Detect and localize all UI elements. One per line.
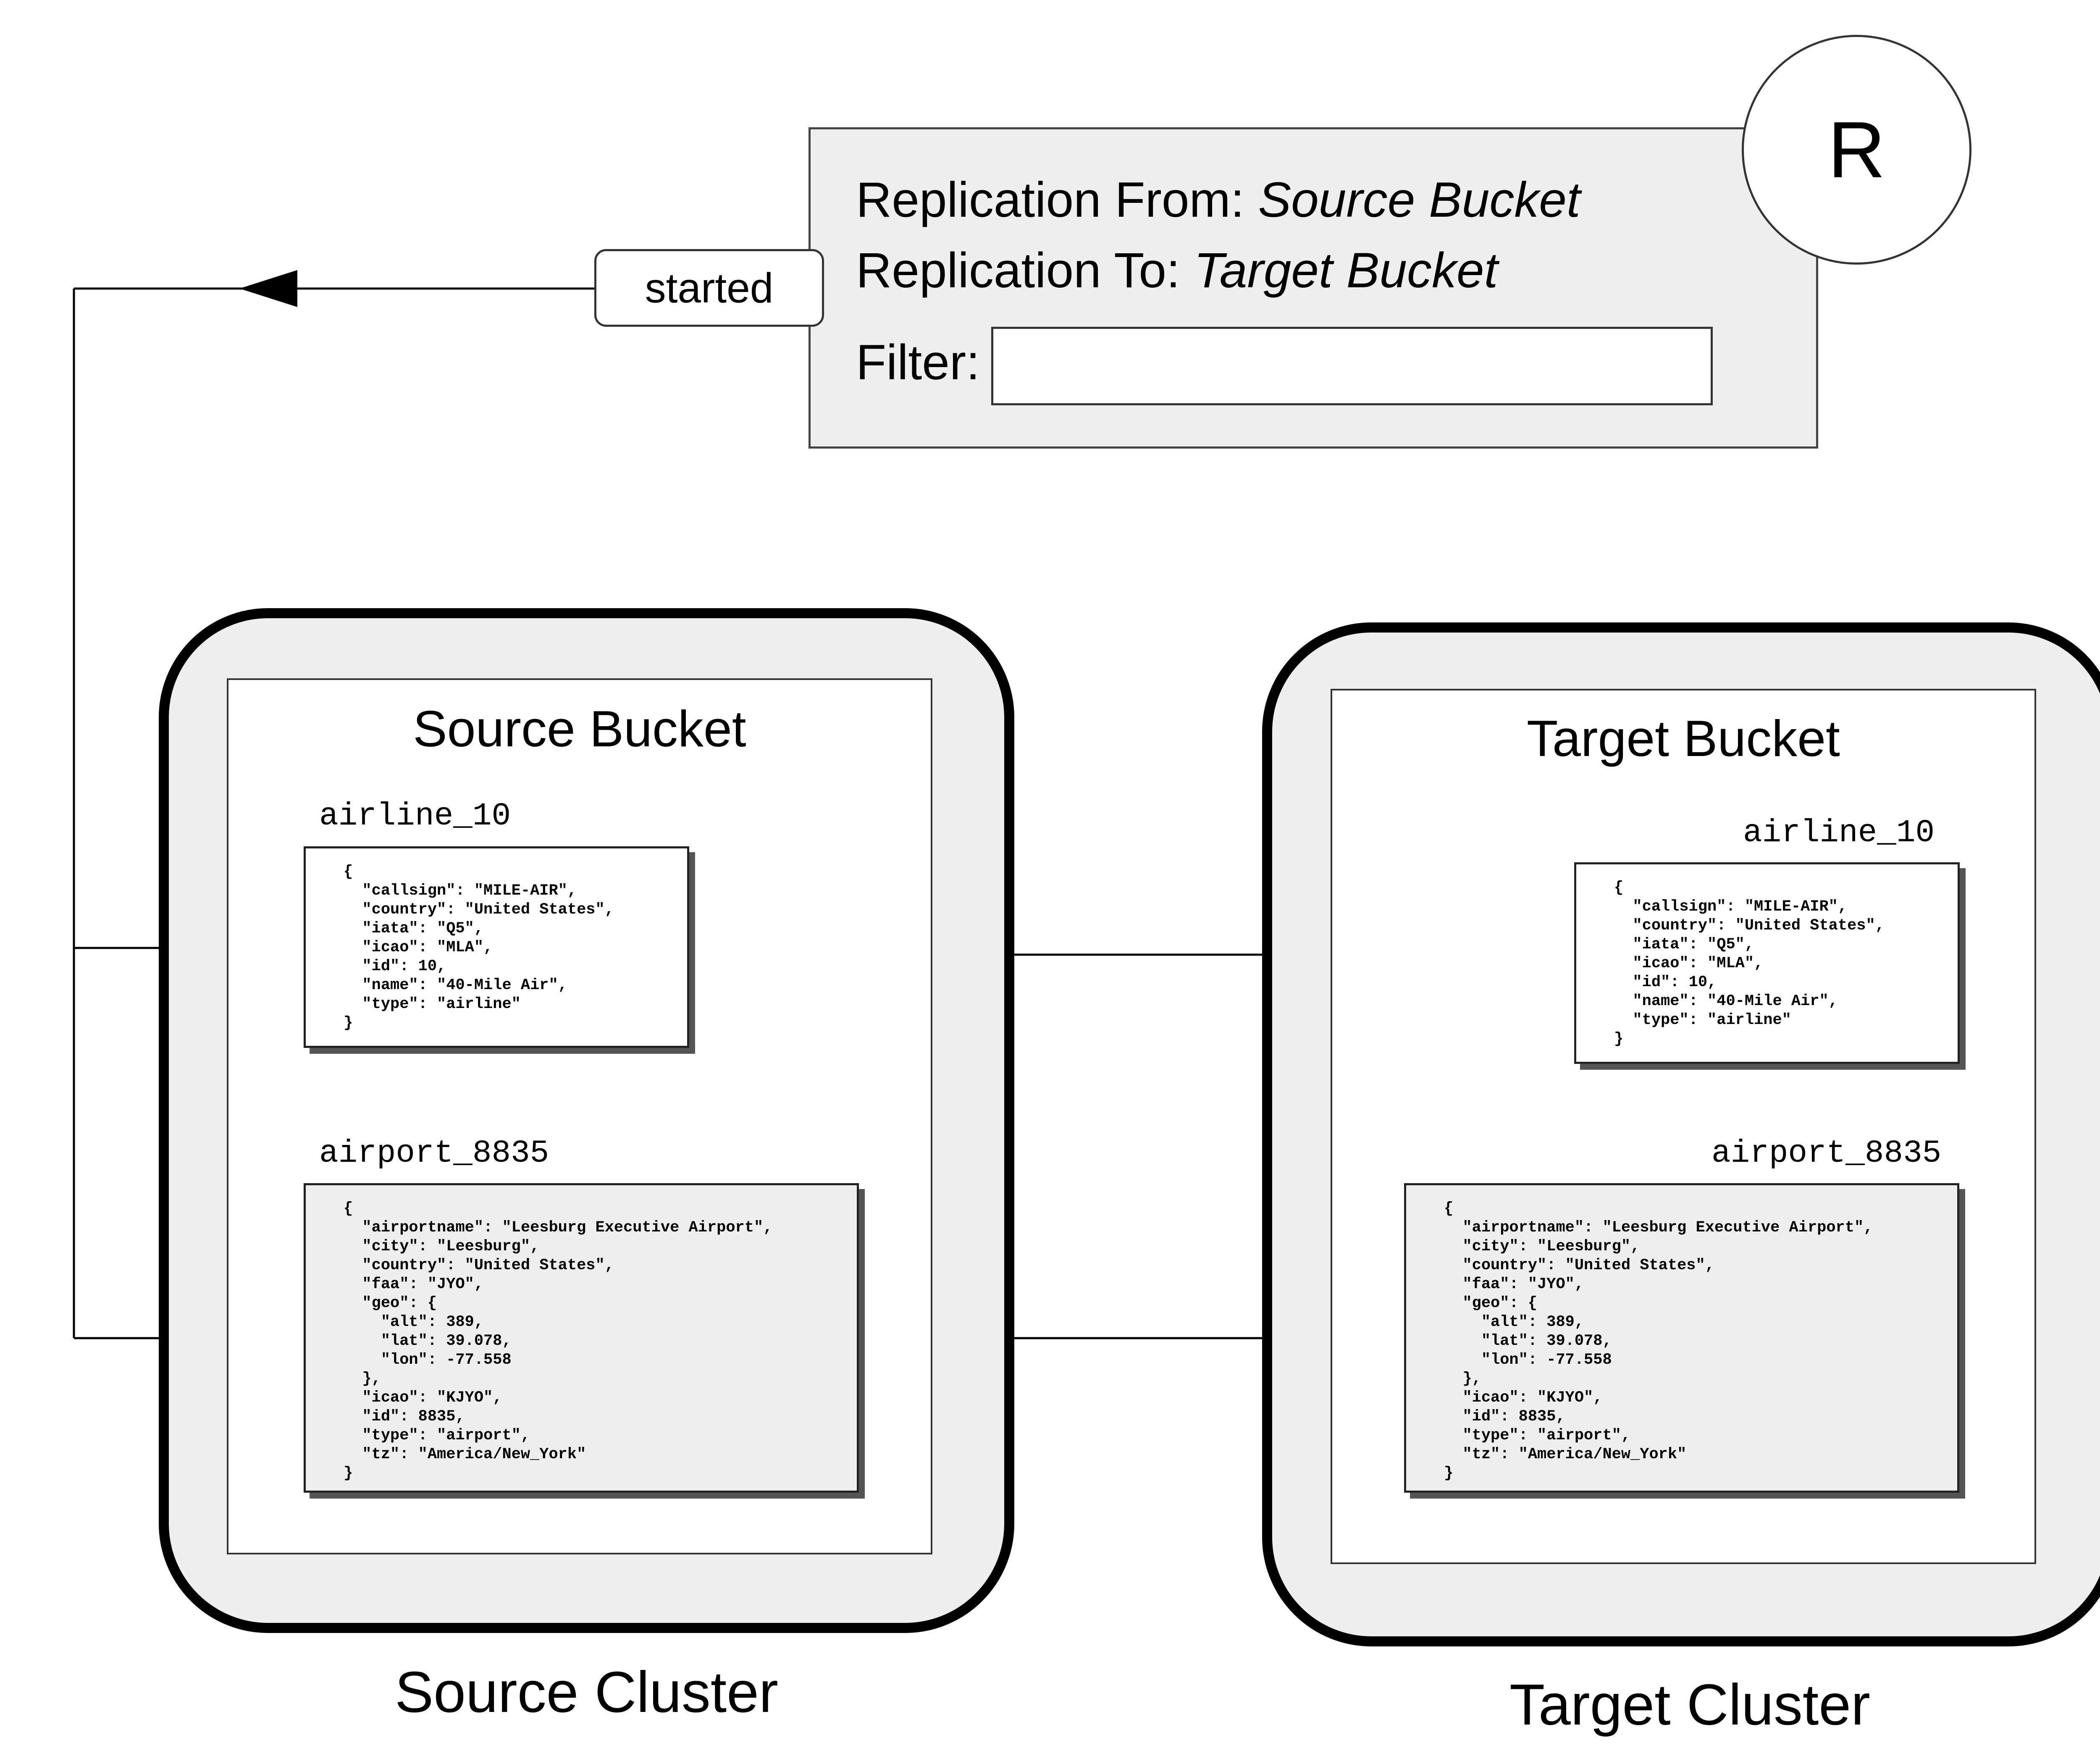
replication-from-label: Replication From: [856, 172, 1244, 228]
source-doc-airport: { "airportname": "Leesburg Executive Air… [304, 1183, 859, 1493]
filter-label: Filter: [856, 335, 980, 390]
target-cluster-label: Target Cluster [1509, 1672, 1870, 1737]
status-badge-label: started [645, 264, 774, 312]
target-doc-airline-json: { "callsign": "MILE-AIR", "country": "Un… [1614, 879, 1885, 1048]
source-doc-airline-json: { "callsign": "MILE-AIR", "country": "Un… [344, 863, 614, 1032]
source-cluster-label: Source Cluster [395, 1660, 778, 1725]
target-doc-key-airline: airline_10 [1743, 815, 1935, 851]
replication-from-value: Source Bucket [1258, 172, 1580, 228]
target-doc-airport-json: { "airportname": "Leesburg Executive Air… [1444, 1200, 1873, 1482]
status-badge: started [594, 249, 824, 327]
replication-from: Replication From: Source Bucket [856, 171, 1580, 228]
source-doc-key-airport: airport_8835 [319, 1135, 549, 1171]
target-doc-airport: { "airportname": "Leesburg Executive Air… [1404, 1183, 1959, 1493]
source-bucket-title: Source Bucket [413, 700, 746, 757]
replication-to-label: Replication To: [856, 243, 1180, 298]
replication-r-letter: R [1827, 105, 1886, 194]
source-doc-key-airline: airline_10 [319, 798, 511, 834]
source-doc-airport-json: { "airportname": "Leesburg Executive Air… [344, 1200, 773, 1482]
target-bucket-title: Target Bucket [1527, 710, 1840, 767]
replication-r-icon: R [1742, 35, 1971, 265]
replication-to-value: Target Bucket [1194, 243, 1498, 298]
filter-input[interactable] [991, 327, 1713, 405]
source-doc-airline: { "callsign": "MILE-AIR", "country": "Un… [304, 846, 689, 1048]
target-doc-airline: { "callsign": "MILE-AIR", "country": "Un… [1574, 862, 1960, 1064]
arrowhead-left [239, 270, 297, 307]
target-doc-key-airport: airport_8835 [1712, 1135, 1942, 1171]
replication-to: Replication To: Target Bucket [856, 242, 1498, 299]
replication-panel: Replication From: Source Bucket Replicat… [808, 127, 1818, 449]
